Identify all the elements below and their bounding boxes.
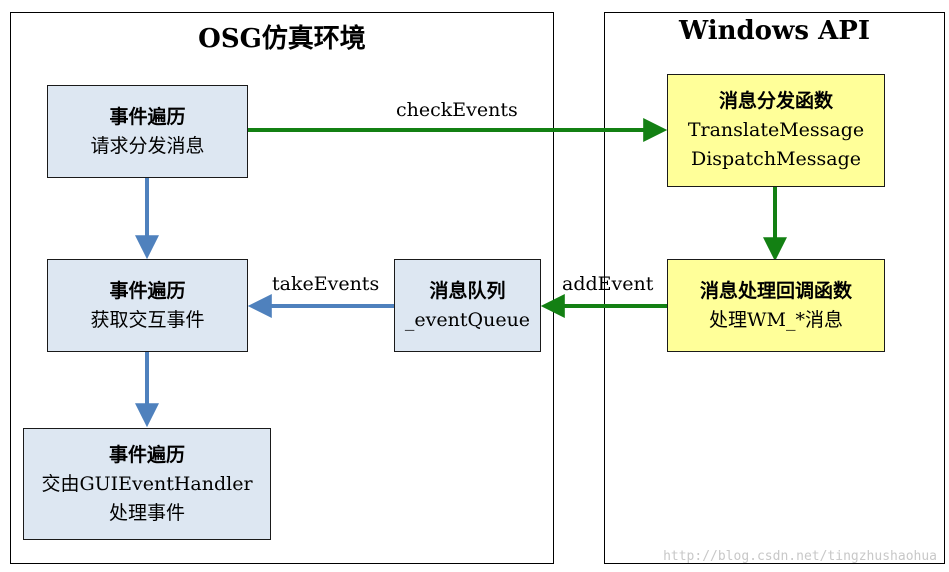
- box-text: TranslateMessage: [687, 119, 865, 141]
- box-text: 获取交互事件: [90, 308, 205, 331]
- box-heading: 事件遍历: [109, 105, 186, 128]
- box-text: _eventQueue: [404, 308, 531, 331]
- check-events-label: checkEvents: [396, 99, 518, 121]
- event-queue-box: 消息队列 _eventQueue: [394, 259, 541, 352]
- take-events-label: takeEvents: [272, 273, 380, 295]
- box-text: 交由GUIEventHandler: [41, 472, 253, 495]
- event-traverse-fetch-box: 事件遍历 获取交互事件: [47, 259, 248, 352]
- box-text: 请求分发消息: [90, 134, 205, 157]
- box-text-2: 处理事件: [108, 501, 185, 524]
- box-heading: 事件遍历: [108, 443, 185, 466]
- box-heading: 消息处理回调函数: [699, 279, 852, 302]
- box-text-2: DispatchMessage: [691, 148, 861, 170]
- event-traverse-request-box: 事件遍历 请求分发消息: [47, 85, 248, 178]
- message-callback-box: 消息处理回调函数 处理WM_*消息: [667, 259, 885, 352]
- windows-api-panel-title: Windows API: [678, 16, 870, 46]
- watermark: http://blog.csdn.net/tingzhushaohua: [663, 549, 937, 564]
- box-heading: 消息队列: [429, 279, 506, 302]
- box-text: 处理WM_*消息: [709, 308, 843, 331]
- add-event-label: addEvent: [562, 273, 654, 295]
- event-traverse-handler-box: 事件遍历 交由GUIEventHandler 处理事件: [23, 428, 271, 540]
- box-heading: 事件遍历: [109, 279, 186, 302]
- osg-panel-title: OSG仿真环境: [198, 24, 366, 54]
- message-dispatch-box: 消息分发函数 TranslateMessage DispatchMessage: [667, 74, 885, 187]
- box-heading: 消息分发函数: [718, 90, 833, 112]
